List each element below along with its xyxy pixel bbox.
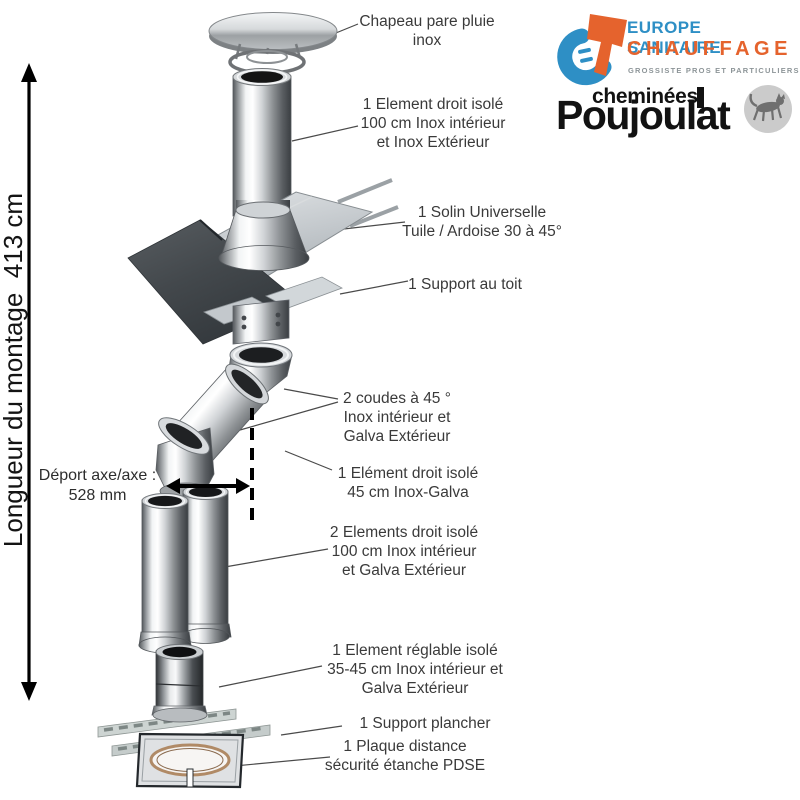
roof-flashing-drawing — [127, 178, 399, 345]
brand-europe-sanitaire: EUROPE SANITAIRE — [627, 18, 721, 57]
brand-poujoulat: Poujoulat — [556, 92, 731, 138]
brand-cheminees: cheminées — [592, 85, 698, 108]
pdse-plate-drawing — [135, 732, 245, 789]
adjustable-element-drawing — [151, 644, 208, 723]
annotation-element-100-inox: 1 Element droit isolé 100 cm Inox intéri… — [360, 96, 506, 151]
rain-cap-drawing — [208, 12, 338, 75]
total-length-label: Longueur du montage 413 cm — [0, 192, 28, 548]
annotation-rain-cap: Chapeau pare pluie inox — [359, 13, 495, 49]
annotation-elbows-45: 2 coudes à 45 ° Inox intérieur et Galva … — [343, 390, 451, 445]
annotation-element-45: 1 Elément droit isolé 45 cm Inox-Galva — [337, 465, 479, 501]
straight-element-inox-drawing — [232, 68, 292, 217]
annotation-flashing: 1 Solin Universelle Tuile / Ardoise 30 à… — [402, 204, 562, 240]
annotation-floor-support: 1 Support plancher — [359, 715, 491, 732]
offset-dimension-drawing — [166, 408, 254, 528]
brand-tagline: GROSSISTE PROS ET PARTICULIERS — [628, 66, 800, 75]
annotation-pdse-plate: 1 Plaque distance sécurité étanche PDSE — [324, 738, 486, 774]
brand-chauffage: CHAUFFAGE — [627, 38, 792, 60]
annotation-roof-support: 1 Support au toit — [408, 276, 522, 293]
roof-support-drawing — [203, 276, 343, 345]
arrowhead-down — [21, 682, 37, 701]
total-length-arrow — [21, 63, 37, 701]
brand-logo-icon — [557, 14, 627, 86]
poujoulat-cat-icon — [744, 85, 792, 133]
annotation-adjustable-element: 1 Element réglable isolé 35-45 cm Inox i… — [327, 642, 503, 697]
arrowhead-up — [21, 63, 37, 82]
annotation-elements-100-galva: 2 Elements droit isolé 100 cm Inox intér… — [329, 524, 479, 579]
axis-offset-label: Déport axe/axe : 528 mm — [38, 467, 157, 504]
brand-wordmark-bar — [697, 87, 704, 108]
double-straight-elements-drawing — [138, 484, 232, 654]
